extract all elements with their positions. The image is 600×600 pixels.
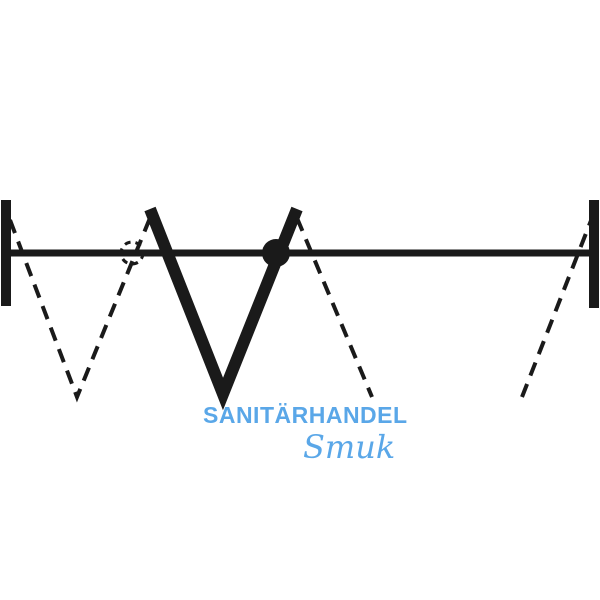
dashed-far-right-arm — [520, 217, 594, 398]
watermark-line-2: Smuk — [303, 428, 396, 466]
watermark-line-1: SANITÄRHANDEL — [203, 402, 408, 428]
watermark-logo: SANITÄRHANDEL Smuk — [203, 402, 408, 466]
dashed-left-v — [8, 217, 152, 403]
solid-center-v — [144, 206, 303, 411]
dashed-right-arm — [295, 217, 374, 398]
rotation-marker — [119, 240, 145, 266]
pivot-point — [262, 239, 290, 267]
